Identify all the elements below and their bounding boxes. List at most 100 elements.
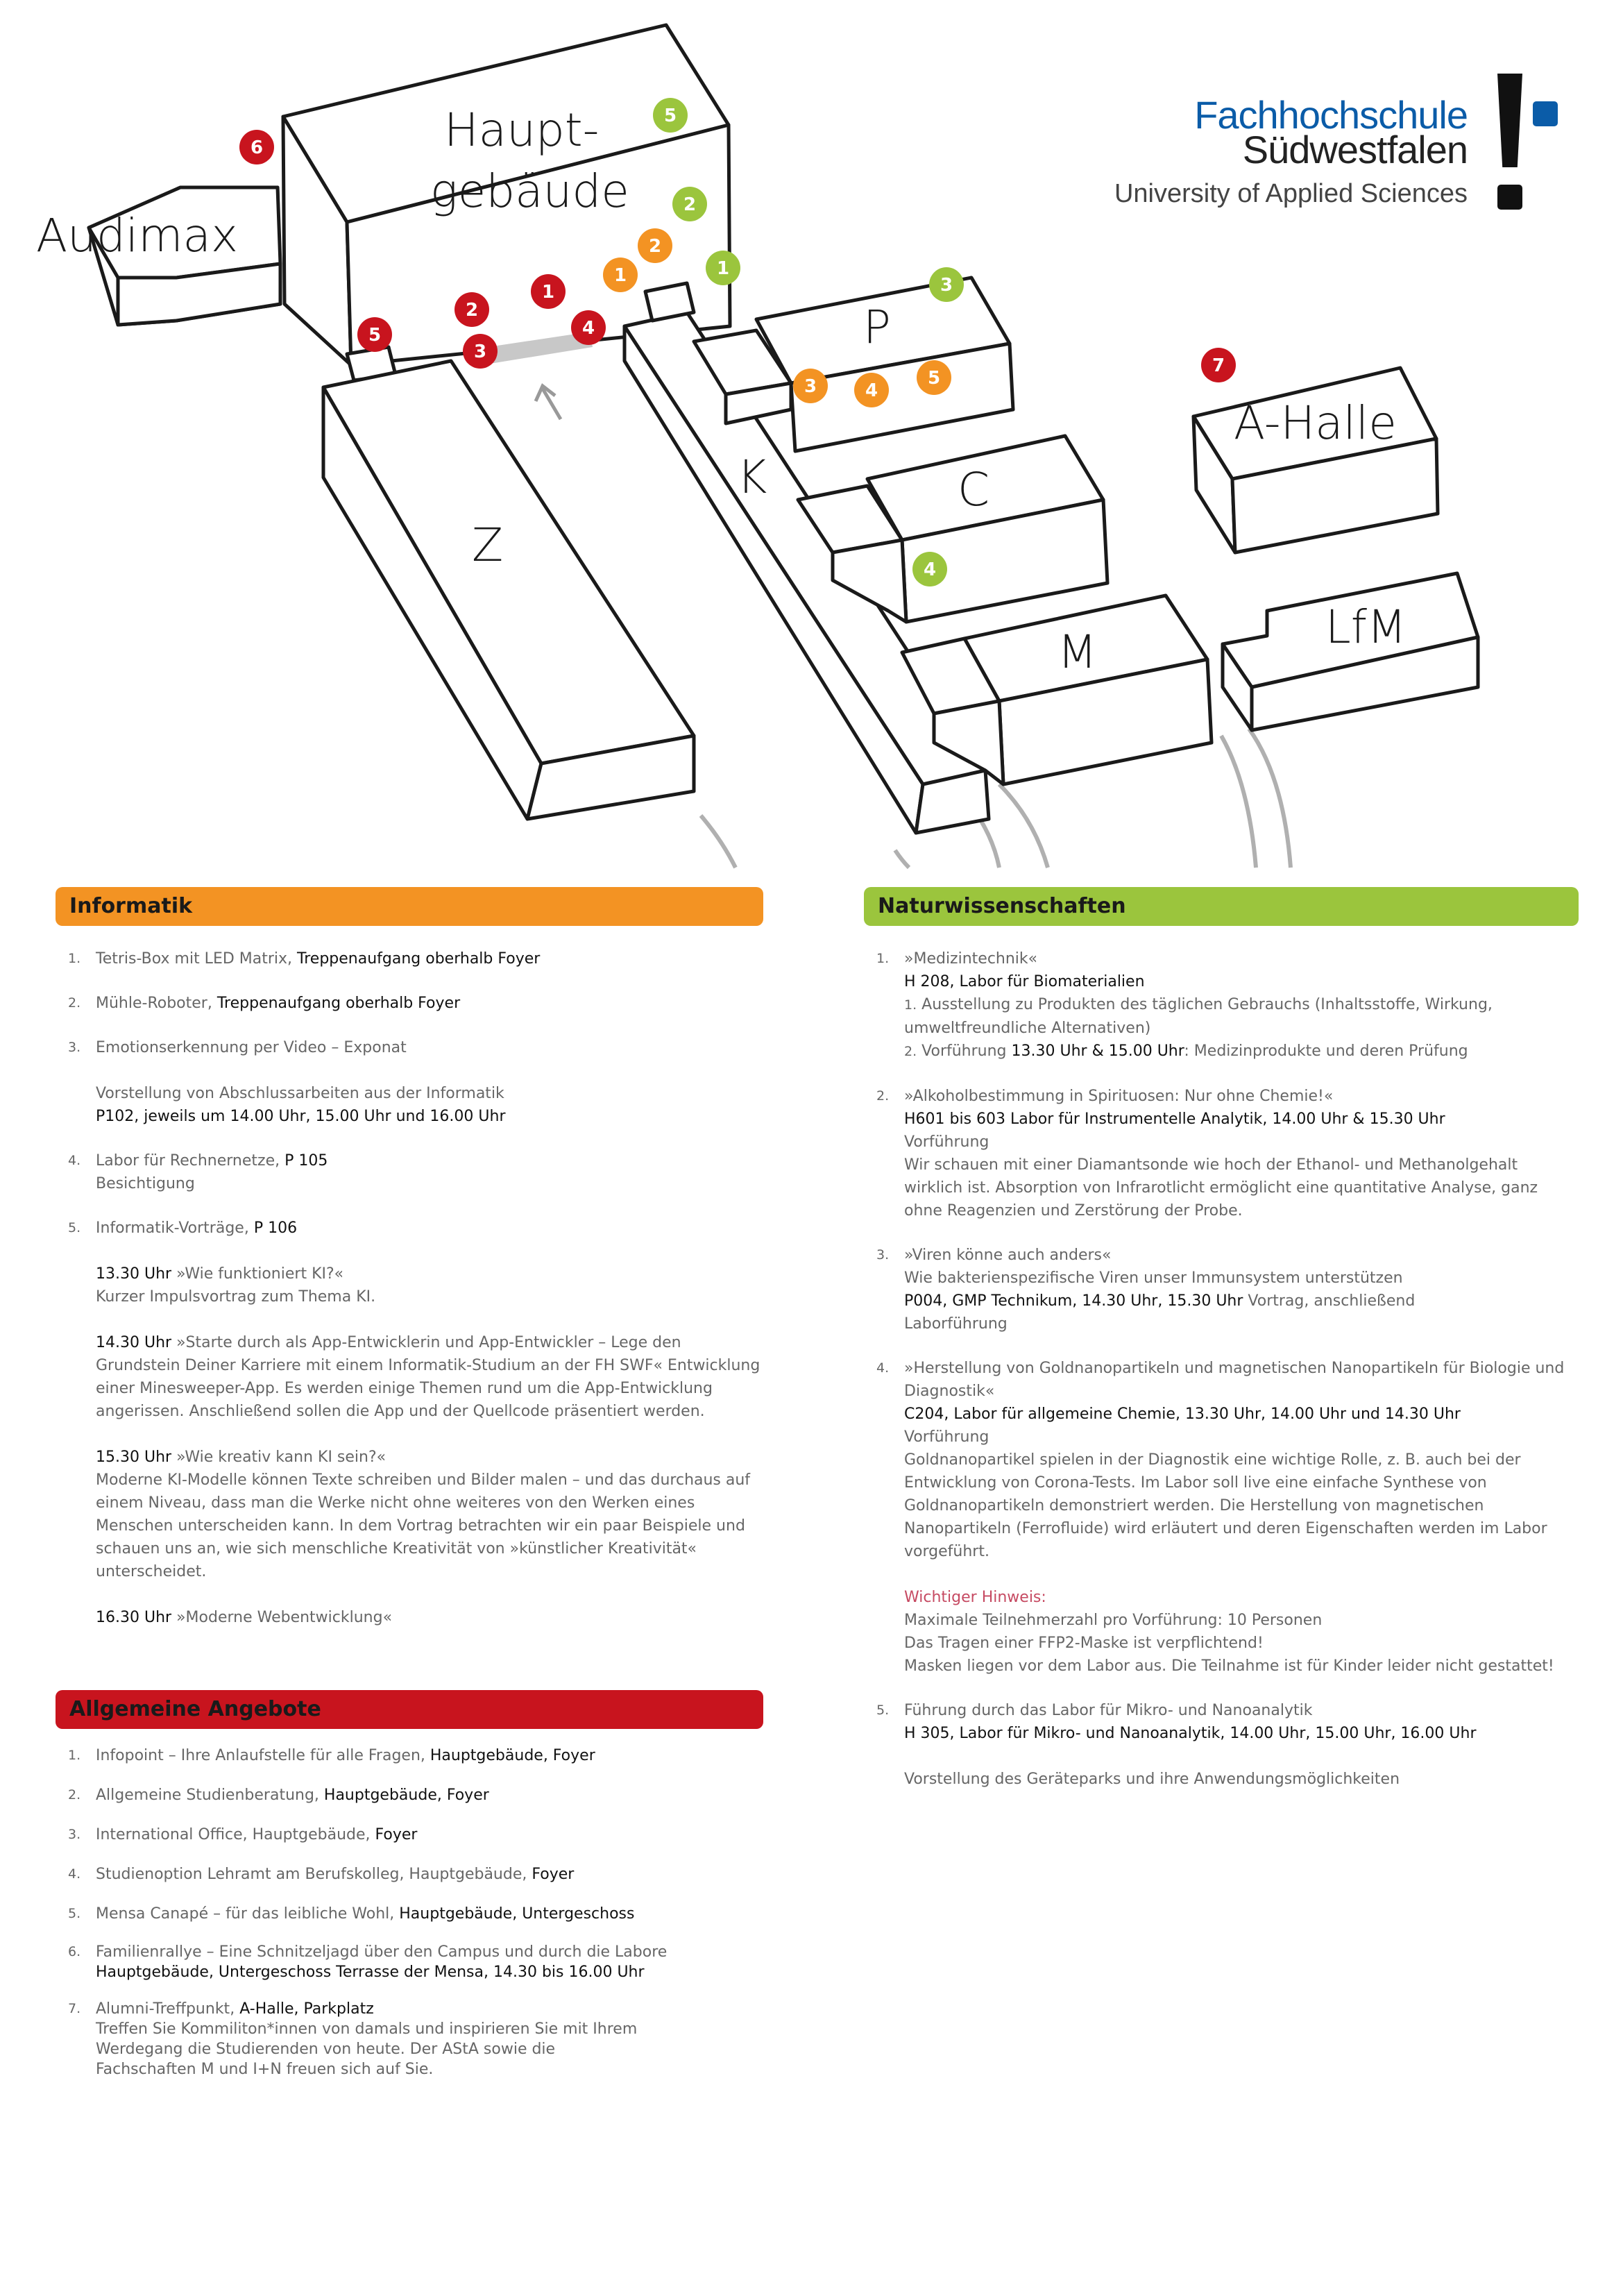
marker-red-2[interactable]: 2 (454, 292, 489, 327)
marker-circle (917, 360, 951, 395)
list-item: 1. Infopoint – Ihre Anlaufstelle für all… (68, 1747, 595, 1764)
label-k: K (737, 450, 767, 504)
marker-red-1[interactable]: 1 (531, 274, 566, 309)
list-item: 6. Familienrallye – Eine Schnitzeljagd ü… (68, 1943, 668, 1981)
marker-number: 4 (582, 318, 595, 339)
marker-circle (638, 228, 672, 263)
list-item: 7. Alumni-Treffpunkt, A-Halle, Parkplatz… (68, 2000, 638, 2078)
building-audimax[interactable] (87, 185, 282, 327)
marker-circle (603, 258, 638, 292)
label-haupt-line2: gebäude (430, 164, 629, 218)
marker-orange-3[interactable]: 3 (793, 369, 828, 403)
marker-green-3[interactable]: 3 (929, 267, 964, 302)
foyer-arrow (534, 383, 563, 421)
list-item: 4. Labor für Rechnernetze, P 105 Besicht… (68, 1152, 328, 1192)
marker-number: 1 (614, 265, 627, 286)
marker-green-4[interactable]: 4 (912, 552, 947, 586)
marker-circle (706, 251, 740, 285)
allgemein-list: 1. Infopoint – Ihre Anlaufstelle für all… (56, 1744, 763, 2079)
location-markers: 6 5 2 1 2 1 1 2 3 4 5 3 3 4 5 4 7 (239, 98, 1236, 586)
marker-number: 2 (649, 236, 661, 257)
list-item: 3. Emotionserkennung per Video – Exponat… (68, 1039, 506, 1125)
marker-number: 1 (717, 258, 729, 279)
list-item: 4. Studienoption Lehramt am Berufskolleg… (68, 1866, 575, 1883)
building-p[interactable] (692, 276, 1015, 453)
section-informatik-title: Informatik (56, 887, 763, 926)
marker-circle (854, 373, 889, 407)
section-allgemein: Allgemeine Angebote 1. Infopoint – Ihre … (56, 1690, 763, 2079)
section-natur: Naturwissenschaften 1. »Medizintechnik« … (864, 887, 1579, 1791)
logo-line3: University of Applied Sciences (1114, 179, 1468, 208)
marker-orange-5[interactable]: 5 (917, 360, 951, 395)
marker-green-5[interactable]: 5 (653, 98, 688, 133)
logo-line1: Fachhochschule (1194, 93, 1468, 137)
marker-orange-2[interactable]: 2 (638, 228, 672, 263)
marker-red-4[interactable]: 4 (571, 310, 606, 345)
section-natur-title: Naturwissenschaften (864, 887, 1579, 926)
marker-orange-4[interactable]: 4 (854, 373, 889, 407)
marker-red-6[interactable]: 6 (239, 130, 274, 164)
marker-red-7[interactable]: 7 (1201, 348, 1236, 382)
building-k[interactable] (622, 281, 991, 835)
list-item: 3. »Viren könne auch anders« Wie bakteri… (876, 1247, 1416, 1333)
marker-number: 4 (865, 380, 878, 401)
marker-number: 5 (928, 368, 940, 389)
building-m[interactable] (900, 593, 1214, 786)
marker-green-2[interactable]: 2 (672, 187, 707, 221)
list-item: 2. »Alkoholbestimmung in Spirituosen: Nu… (876, 1088, 1538, 1219)
marker-number: 7 (1212, 355, 1225, 376)
marker-circle (1201, 348, 1236, 382)
marker-number: 3 (940, 275, 953, 296)
marker-circle (793, 369, 828, 403)
marker-number: 2 (466, 300, 478, 321)
list-item: 5. Mensa Canapé – für das leibliche Wohl… (68, 1905, 635, 1923)
building-a-halle[interactable] (1191, 366, 1440, 555)
foyer-area (479, 332, 593, 365)
label-lfm: LfM (1325, 600, 1407, 654)
logo-blue-square (1533, 101, 1558, 126)
marker-circle (929, 267, 964, 302)
building-lfm[interactable] (1221, 571, 1480, 732)
label-z: Z (472, 518, 503, 572)
building-c[interactable] (796, 434, 1110, 624)
marker-number: 4 (924, 559, 936, 580)
list-item: 5. Informatik-Vorträge, P 106 13.30 Uhr … (68, 1219, 760, 1626)
list-item: 3. International Office, Hauptgebäude, F… (68, 1826, 418, 1843)
informatik-list: 1. Tetris-Box mit LED Matrix, Treppenauf… (56, 947, 763, 1629)
important-note-title: Wichtiger Hinweis: (904, 1589, 1046, 1606)
list-item: 1. »Medizintechnik« H 208, Labor für Bio… (876, 950, 1493, 1060)
section-informatik: Informatik 1. Tetris-Box mit LED Matrix,… (56, 887, 763, 1629)
marker-circle (239, 130, 274, 164)
fh-swf-logo: Fachhochschule Südwestfalen University o… (1107, 74, 1565, 219)
logo-exclamation-dot (1497, 185, 1522, 210)
marker-circle (672, 187, 707, 221)
marker-number: 5 (664, 105, 677, 126)
label-m: M (1057, 625, 1097, 679)
natur-list: 1. »Medizintechnik« H 208, Labor für Bio… (864, 947, 1579, 1791)
label-p: P (863, 301, 891, 354)
marker-circle (571, 310, 606, 345)
label-c: C (958, 463, 989, 516)
building-z[interactable] (321, 359, 696, 821)
marker-number: 3 (474, 341, 486, 362)
list-item: 2. Mühle-Roboter, Treppenaufgang oberhal… (68, 995, 461, 1012)
marker-circle (463, 334, 498, 369)
label-a-halle: A-Halle (1234, 396, 1397, 450)
list-item: 5. Führung durch das Labor für Mikro- un… (876, 1702, 1477, 1788)
marker-number: 2 (683, 194, 696, 215)
building-hauptgebaeude[interactable] (281, 23, 732, 367)
marker-red-5[interactable]: 5 (357, 317, 392, 352)
marker-orange-1[interactable]: 1 (603, 258, 638, 292)
marker-circle (531, 274, 566, 309)
list-item: 2. Allgemeine Studienberatung, Hauptgebä… (68, 1787, 489, 1804)
list-item: 1. Tetris-Box mit LED Matrix, Treppenauf… (68, 950, 541, 968)
list-item: 4. »Herstellung von Goldnanopartikeln un… (864, 1357, 1579, 1678)
marker-red-3[interactable]: 3 (463, 334, 498, 369)
marker-number: 5 (368, 325, 381, 346)
marker-green-1[interactable]: 1 (706, 251, 740, 285)
logo-line2: Südwestfalen (1242, 128, 1468, 171)
label-audimax: Audimax (36, 209, 238, 262)
marker-circle (357, 317, 392, 352)
marker-number: 1 (542, 282, 554, 303)
marker-number: 6 (250, 137, 263, 158)
